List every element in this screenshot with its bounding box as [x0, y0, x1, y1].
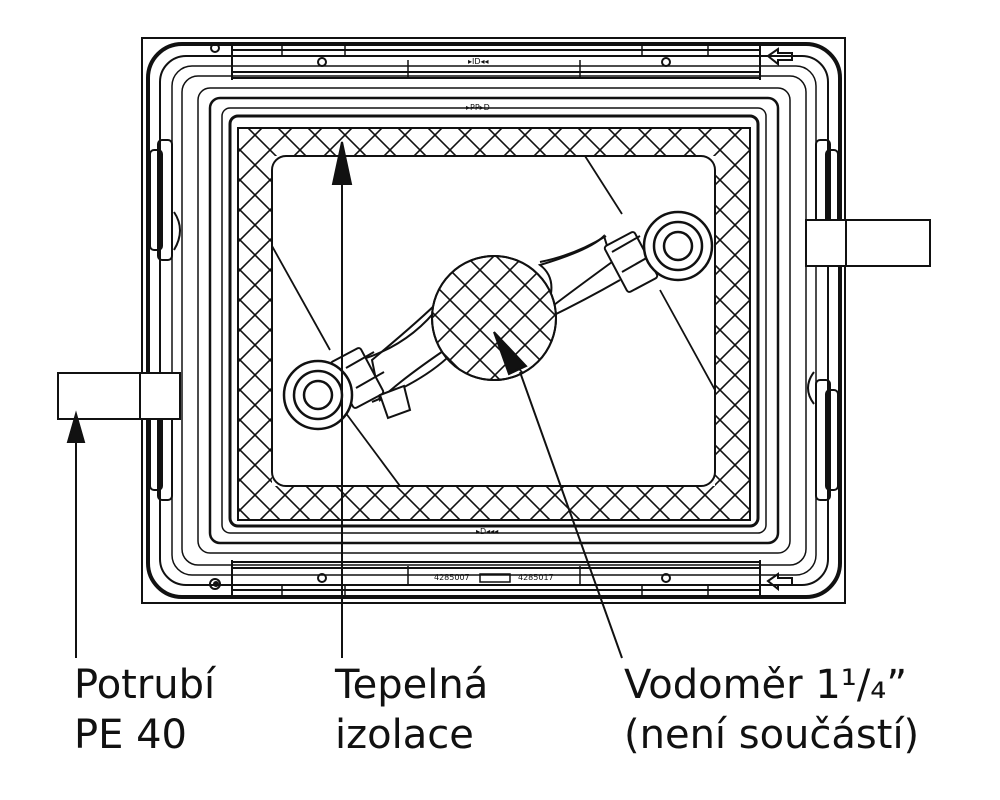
screw-holes	[209, 43, 671, 590]
label-meter-line2: (není součástí)	[624, 712, 920, 758]
label-pipe: Potrubí PE 40	[74, 660, 215, 760]
inner-top-marking: ▸PP▸D	[466, 103, 490, 112]
frame-rails	[231, 42, 761, 598]
direction-arrow-bottom-icon	[766, 572, 793, 592]
label-insulation: Tepelná izolace	[335, 660, 488, 760]
leader-insulation	[331, 141, 353, 658]
pipe-inlet-left	[57, 372, 181, 420]
leader-meter	[493, 331, 623, 659]
right-side-clips	[807, 139, 839, 501]
arrow-up-icon	[331, 141, 353, 185]
left-side-clips	[149, 139, 181, 501]
label-meter-line1: Vodoměr 1¹/₄”	[624, 662, 908, 708]
label-pipe-line1: Potrubí	[74, 662, 216, 708]
label-pipe-line2: PE 40	[74, 712, 188, 758]
shaft-diagonal-lines	[271, 155, 716, 487]
top-marking: ▸ID◂◂	[468, 57, 489, 66]
bottom-marking-left: 4285007	[434, 573, 470, 582]
label-water-meter: Vodoměr 1¹/₄” (není součástí)	[624, 660, 919, 760]
label-plate	[479, 573, 511, 583]
bottom-inner-marking: ▸D◂◂◂	[476, 527, 498, 536]
label-insulation-line2: izolace	[335, 712, 474, 758]
bottom-marking-right: 4285017	[518, 573, 554, 582]
leader-pipe	[66, 410, 86, 658]
label-insulation-line1: Tepelná	[335, 662, 489, 708]
water-meter	[359, 234, 621, 403]
arrow-diagonal-icon	[493, 331, 528, 376]
arrow-up-icon	[66, 410, 86, 443]
direction-arrow-top-icon	[766, 47, 793, 67]
pipe-outlet-right	[805, 219, 931, 267]
pipe-elbow-right	[642, 210, 714, 282]
pipe-elbow-left	[282, 359, 354, 431]
